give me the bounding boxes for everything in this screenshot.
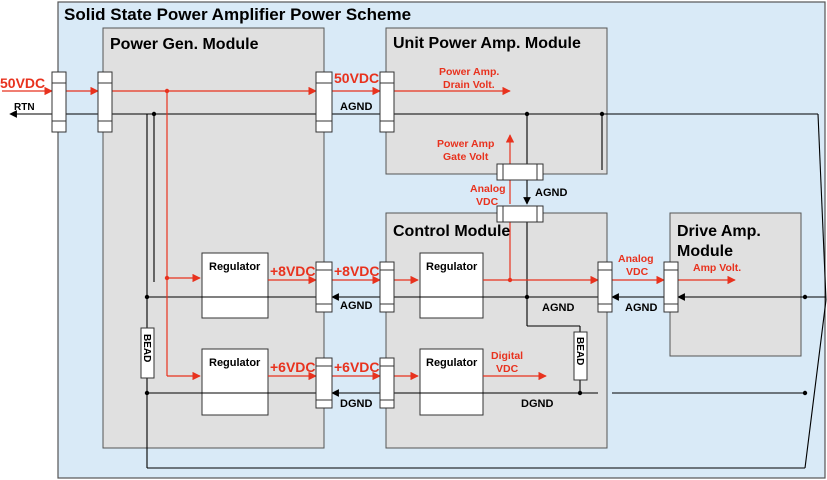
pg-regulator-lower bbox=[201, 348, 269, 416]
ground-wiring bbox=[9, 110, 827, 469]
cm-8v-label: +8VDC bbox=[334, 263, 380, 279]
connector-pg-out-top bbox=[315, 71, 333, 133]
connector-cm-out bbox=[597, 261, 613, 313]
connector-da-in bbox=[663, 261, 679, 313]
analog-vdc-label-2: VDC bbox=[476, 196, 499, 208]
connector-pa-in bbox=[379, 71, 395, 133]
connector-cm-in-8v bbox=[379, 261, 395, 313]
connector-pins bbox=[52, 82, 678, 401]
cm-regulator-upper bbox=[419, 252, 484, 319]
power-gen-module-label: Power Gen. Module bbox=[110, 36, 259, 53]
bead-left-label: BEAD bbox=[141, 334, 152, 362]
amp-volt-label: Amp Volt. bbox=[693, 262, 741, 274]
diagram-title: Solid State Power Amplifier Power Scheme bbox=[64, 5, 411, 24]
pg-regulator-upper bbox=[201, 252, 269, 319]
digital-vdc-label-1: Digital bbox=[491, 350, 523, 362]
pa-drain-label-1: Power Amp. bbox=[439, 66, 499, 78]
drive-amp-module-label-1: Drive Amp. bbox=[677, 223, 761, 240]
cm-regulator-lower bbox=[419, 348, 484, 416]
rtn-label: RTN bbox=[14, 102, 35, 113]
cm-agnd-label: AGND bbox=[542, 302, 574, 314]
da-agnd-label: AGND bbox=[625, 302, 657, 314]
power-wiring bbox=[2, 86, 736, 381]
cm-analog-label-2: VDC bbox=[626, 266, 649, 278]
control-module bbox=[385, 212, 608, 449]
connector-input bbox=[51, 71, 67, 133]
cm-regulator-lower-label: Regulator bbox=[426, 357, 478, 369]
bead-right-label: BEAD bbox=[574, 337, 585, 365]
pg-8v-label: +8VDC bbox=[270, 263, 316, 279]
pa-input-voltage-label: 50VDC bbox=[334, 70, 379, 86]
pa-agnd-label: AGND bbox=[340, 101, 372, 113]
bead-left bbox=[140, 327, 155, 379]
junction-dots bbox=[144, 88, 808, 396]
cm-analog-label-1: Analog bbox=[618, 253, 654, 265]
drive-amp-module bbox=[669, 212, 802, 357]
pa-gate-label-1: Power Amp bbox=[437, 138, 494, 150]
digital-vdc-label-2: VDC bbox=[496, 363, 519, 375]
cm-regulator-upper-label: Regulator bbox=[426, 261, 478, 273]
analog-vdc-label-1: Analog bbox=[470, 183, 506, 195]
connector-cm-top bbox=[496, 205, 544, 223]
pg-6v-label: +6VDC bbox=[270, 359, 316, 375]
control-module-label: Control Module bbox=[393, 223, 510, 240]
connector-cm-in-6v bbox=[379, 357, 395, 409]
pg-regulator-upper-label: Regulator bbox=[209, 261, 261, 273]
pa-gate-label-2: Gate Volt bbox=[443, 151, 489, 163]
bead-right bbox=[573, 331, 588, 381]
unit-pa-module bbox=[385, 27, 608, 175]
connector-pg-input bbox=[97, 71, 113, 133]
input-voltage-label: 50VDC bbox=[0, 75, 45, 91]
connector-pg-out-6v bbox=[315, 357, 333, 409]
pg-dgnd-label: DGND bbox=[340, 398, 372, 410]
cm-dgnd-label: DGND bbox=[521, 398, 553, 410]
drive-amp-module-label-2: Module bbox=[677, 243, 733, 260]
connector-pa-bottom bbox=[496, 163, 544, 181]
connectors bbox=[51, 71, 679, 409]
pa-drain-label-2: Drain Volt. bbox=[443, 79, 495, 91]
link-agnd-label: AGND bbox=[535, 187, 567, 199]
unit-pa-module-label: Unit Power Amp. Module bbox=[393, 35, 581, 52]
cm-6v-label: +6VDC bbox=[334, 359, 380, 375]
connector-pg-out-8v bbox=[315, 261, 333, 313]
pg-regulator-lower-label: Regulator bbox=[209, 357, 261, 369]
pg-agnd-label: AGND bbox=[340, 300, 372, 312]
